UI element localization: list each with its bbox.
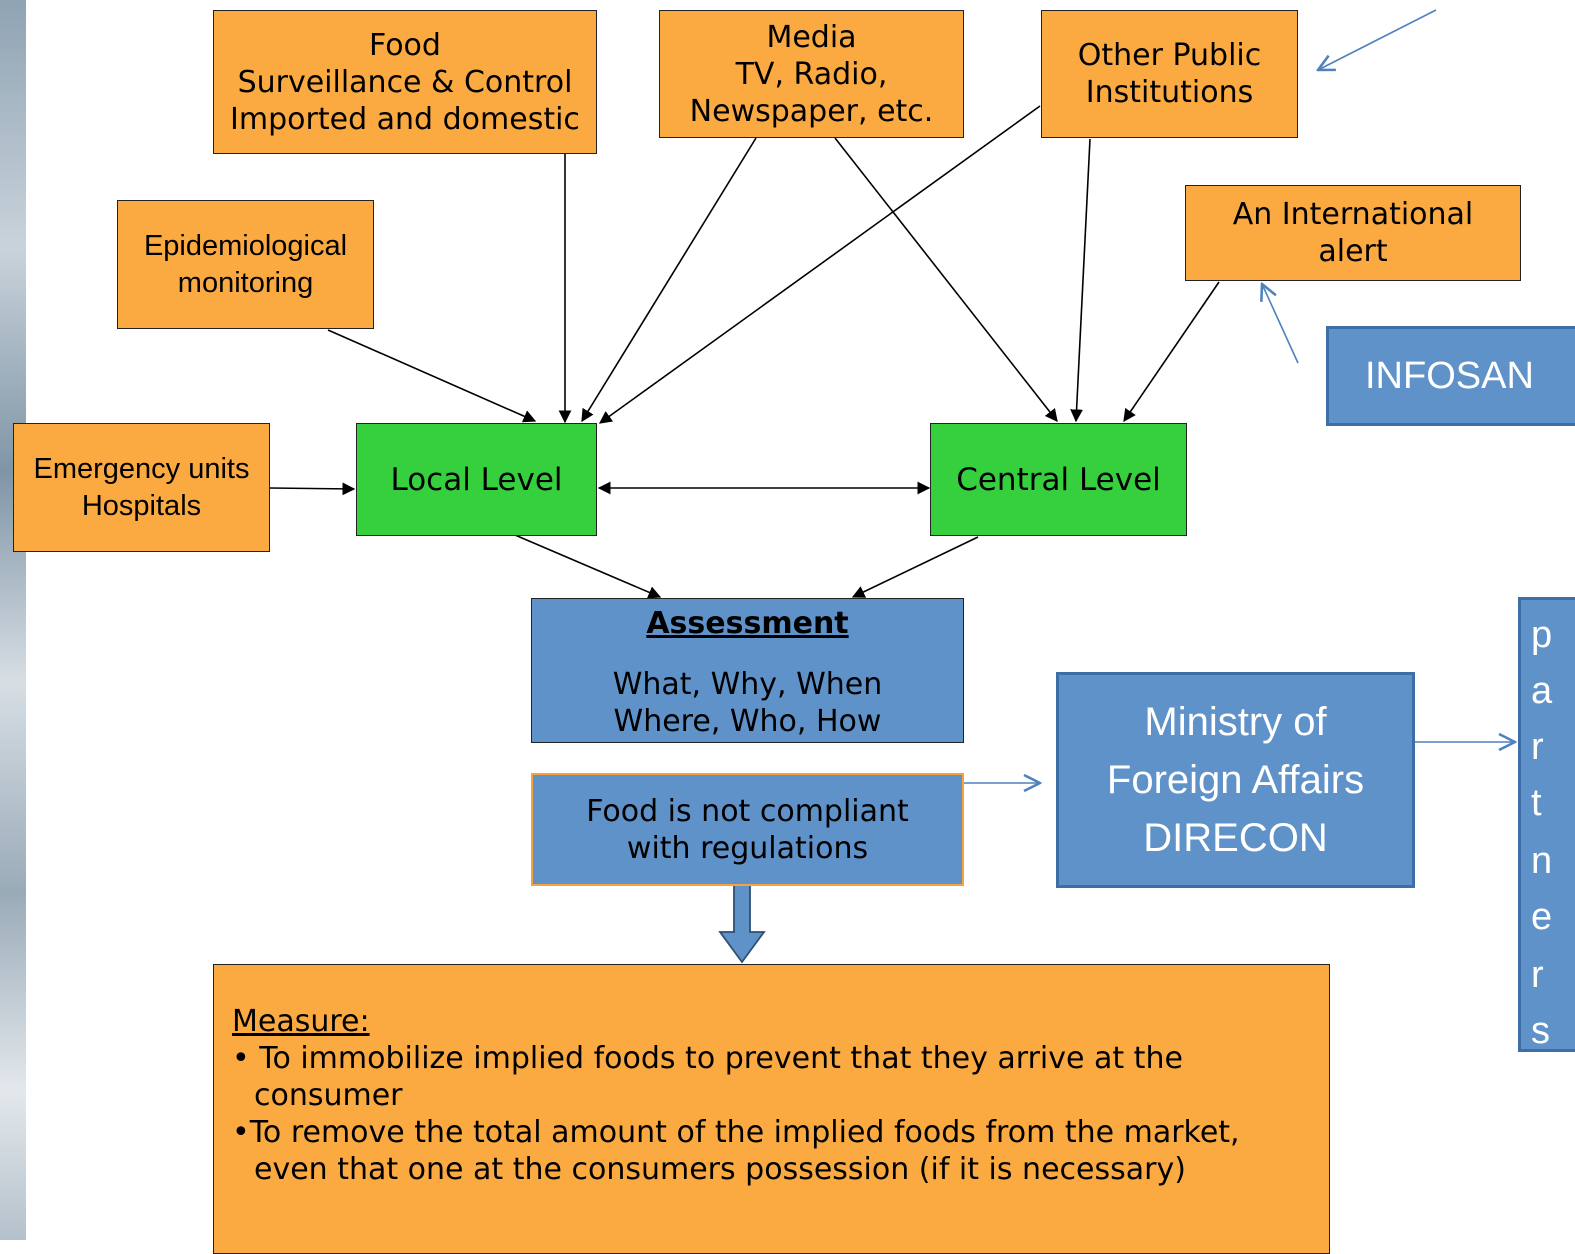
assessment-title: Assessment <box>646 606 849 641</box>
ministry-line: DIRECON <box>1143 816 1328 860</box>
partners-letter: a <box>1531 670 1553 712</box>
media-line: TV, Radio, <box>735 56 888 92</box>
partners-letter: n <box>1531 840 1553 882</box>
other-public-institutions-box: Other Public Institutions <box>1041 10 1298 138</box>
edge-otherpublic-to-local <box>598 105 1041 424</box>
international-alert-box: An International alert <box>1185 185 1521 281</box>
edge-emergency-to-local <box>269 482 356 496</box>
edge-media-to-central <box>834 137 1058 423</box>
background-photo-strip <box>0 0 26 1240</box>
blue-arrow-to-otherpublic <box>1318 9 1437 70</box>
edge-otherpublic-to-central <box>1070 138 1091 423</box>
blue-arrow-to-alert <box>1262 284 1299 364</box>
media-box: Media TV, Radio, Newspaper, etc. <box>659 10 964 138</box>
assessment-box: Assessment What, Why, When Where, Who, H… <box>531 598 964 743</box>
not-compliant-box: Food is not compliant with regulations <box>531 773 964 886</box>
not-compliant-line: with regulations <box>626 830 869 866</box>
ministry-line: Foreign Affairs <box>1106 758 1365 802</box>
assessment-line: What, Why, When <box>612 667 883 702</box>
edge-media-to-local <box>581 137 757 423</box>
partners-letter: t <box>1531 782 1542 824</box>
other-public-line: Institutions <box>1085 75 1254 110</box>
partners-letter: r <box>1531 726 1544 768</box>
food-surveillance-line: Food <box>369 27 441 63</box>
edge-alert-to-central <box>1123 281 1220 423</box>
food-surveillance-line: Surveillance & Control <box>237 64 573 100</box>
international-alert-line: An International <box>1232 197 1474 232</box>
edge-central-to-assessment <box>851 536 979 598</box>
assessment-line: Where, Who, How <box>613 704 882 739</box>
epidemiological-monitoring-box: Epidemiological monitoring <box>117 200 374 329</box>
local-level-label: Local Level <box>390 461 563 498</box>
local-level-box: Local Level <box>356 423 597 536</box>
partners-letter: s <box>1531 1010 1550 1052</box>
edge-local-to-assessment <box>514 534 662 599</box>
measure-box: Measure: • To immobilize implied foods t… <box>213 964 1330 1254</box>
measure-item: • To immobilize implied foods to prevent… <box>232 1041 1183 1113</box>
partners-letter: e <box>1531 896 1553 938</box>
measure-item: •To remove the total amount of the impli… <box>232 1115 1240 1187</box>
food-surveillance-box: Food Surveillance & Control Imported and… <box>213 10 597 154</box>
down-block-arrow <box>718 873 766 964</box>
measure-title: Measure: <box>232 1004 370 1039</box>
partners-box: p a r t n e r s <box>1518 597 1575 1052</box>
ministry-box: Ministry of Foreign Affairs DIRECON <box>1056 672 1415 888</box>
emergency-line: Hospitals <box>81 489 202 522</box>
emergency-line: Emergency units <box>33 452 250 485</box>
media-line: Media <box>766 19 857 55</box>
food-surveillance-line: Imported and domestic <box>230 101 580 137</box>
central-level-label: Central Level <box>956 461 1161 498</box>
other-public-line: Other Public <box>1077 38 1262 73</box>
epidemiological-line: monitoring <box>177 266 314 299</box>
epidemiological-line: Epidemiological <box>143 229 348 262</box>
infosan-label: INFOSAN <box>1365 354 1534 397</box>
emergency-units-box: Emergency units Hospitals <box>13 423 270 552</box>
international-alert-line: alert <box>1318 234 1388 269</box>
edge-epidemiological-to-local <box>327 329 537 423</box>
infosan-box: INFOSAN <box>1326 326 1575 426</box>
ministry-line: Ministry of <box>1144 700 1327 744</box>
partners-letter: p <box>1531 614 1553 656</box>
not-compliant-line: Food is not compliant <box>586 793 909 829</box>
central-level-box: Central Level <box>930 423 1187 536</box>
media-line: Newspaper, etc. <box>689 93 934 129</box>
partners-letter: r <box>1531 954 1544 996</box>
